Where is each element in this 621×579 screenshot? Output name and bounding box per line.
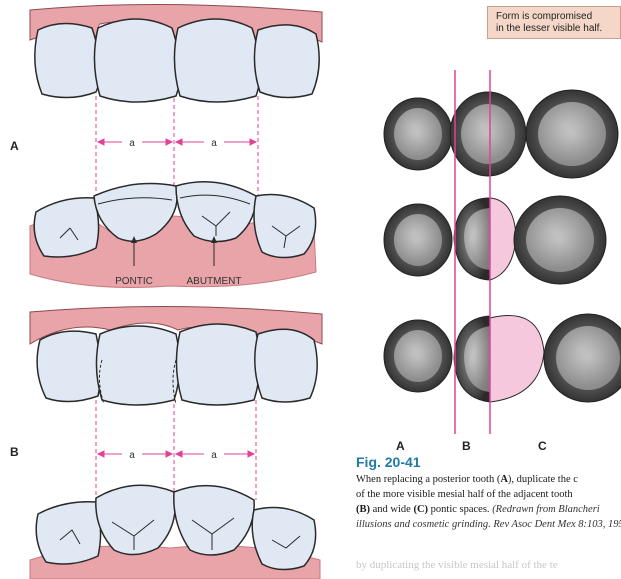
callout-line-1: Form is compromised xyxy=(496,11,620,23)
panel-a-maxillary xyxy=(30,4,322,102)
caption-line-3: (B) and wide (C) pontic spaces. (Redrawn… xyxy=(356,502,621,517)
panel-a-span-label-1: a xyxy=(129,138,135,149)
figure-caption: When replacing a posterior tooth (A), du… xyxy=(356,472,621,532)
caption-line-4: illusions and cosmetic grinding. Rev Aso… xyxy=(356,517,621,532)
posterior-label-b: B xyxy=(462,439,471,453)
panel-b-guides xyxy=(96,400,256,500)
panel-a-occlusal-tooth-1 xyxy=(34,198,98,257)
callout-box: Form is compromised in the lesser visibl… xyxy=(487,6,621,39)
panel-a-occlusal-tooth-4 xyxy=(254,195,316,258)
panel-a-tooth-2 xyxy=(94,19,180,102)
panel-b-span-label-1: a xyxy=(129,450,135,461)
continued-text: by duplicating the visible mesial half o… xyxy=(356,559,621,571)
panel-b-tooth-3 xyxy=(176,324,259,405)
panel-a-span-arrows xyxy=(98,139,256,145)
abutment-label: ABUTMENT xyxy=(187,276,242,287)
posterior-label-c: C xyxy=(538,439,547,453)
pontic-space-b xyxy=(490,198,516,280)
figure-title: Fig. 20-41 xyxy=(356,454,421,470)
panel-b-span-arrows xyxy=(98,451,254,457)
callout-line-2: in the lesser visible half. xyxy=(496,23,620,35)
caption-line-1: When replacing a posterior tooth (A), du… xyxy=(356,472,621,487)
pontic-space-c xyxy=(490,316,544,402)
panel-b-occlusal xyxy=(30,485,320,579)
panel-a-tooth-1 xyxy=(35,23,100,97)
panel-b-tooth-2 xyxy=(96,326,179,405)
panel-a-tooth-4 xyxy=(254,25,319,98)
panel-b-tooth-1 xyxy=(37,331,100,401)
panel-a-label: A xyxy=(10,139,19,153)
posterior-label-a: A xyxy=(396,439,405,453)
panel-b-tooth-4 xyxy=(255,329,317,402)
panel-b-maxillary xyxy=(30,306,322,405)
panel-b-label: B xyxy=(10,445,19,459)
caption-line-2: of the more visible mesial half of the a… xyxy=(356,487,621,502)
panel-a-occlusal xyxy=(30,182,316,288)
panel-a-guides xyxy=(96,96,258,196)
panel-b-span-label-2: a xyxy=(211,450,217,461)
panel-a-span-label-2: a xyxy=(211,138,217,149)
posterior-molar-grid xyxy=(384,70,621,434)
pontic-label: PONTIC xyxy=(115,276,153,287)
panel-a-tooth-3 xyxy=(174,19,260,102)
